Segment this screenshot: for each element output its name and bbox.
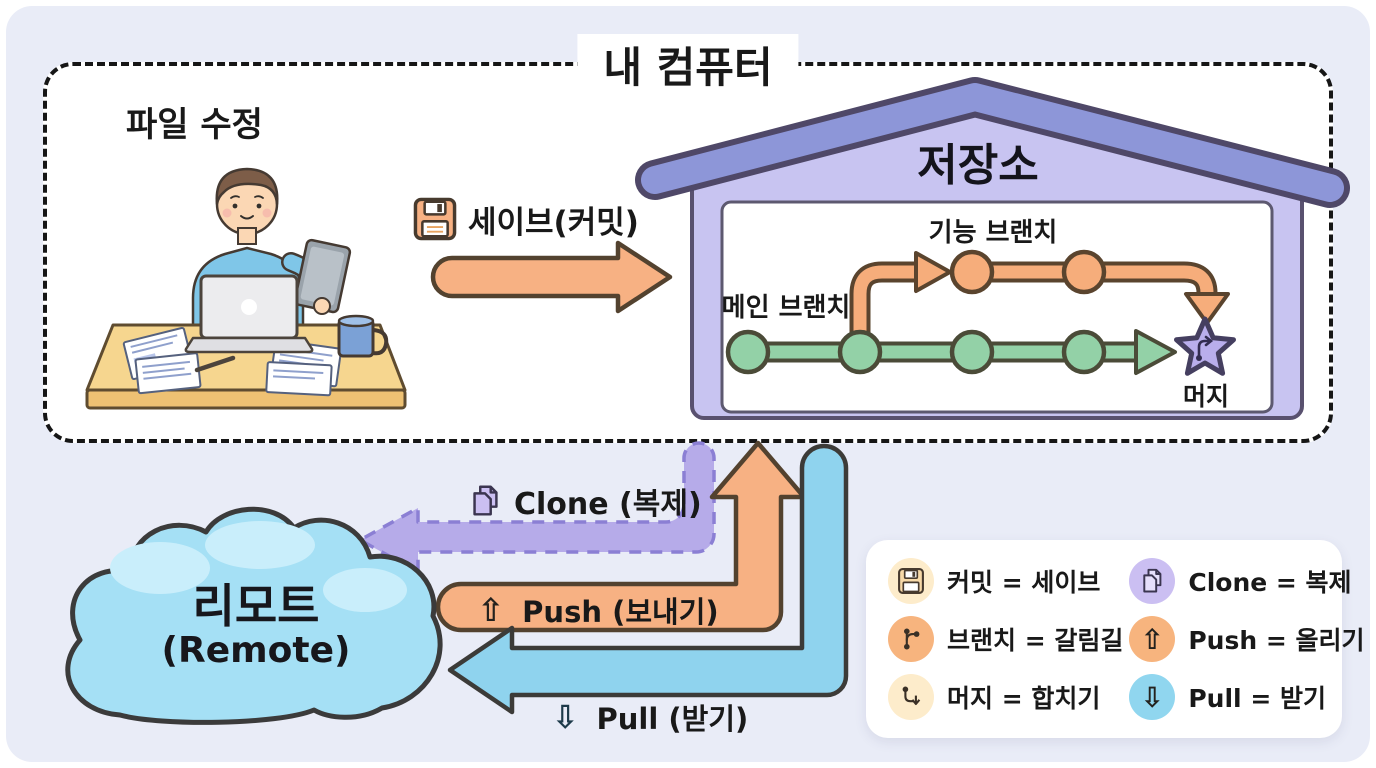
- pull-flow-text: Pull (받기): [596, 702, 749, 736]
- feature-commit-node: [949, 249, 995, 295]
- commit-arrow: [430, 240, 673, 314]
- feature-branch-label: 기능 브랜치: [928, 218, 1058, 248]
- main-branch-label: 메인 브랜치: [721, 293, 851, 323]
- main-branch-arrowhead: [1134, 329, 1177, 375]
- my-computer-title: 내 컴퓨터: [577, 34, 799, 95]
- commit-node: [1061, 329, 1107, 375]
- branch-icon: [888, 616, 934, 662]
- merge-star: [1174, 316, 1236, 376]
- clone-flow-text: Clone (복제): [514, 487, 702, 522]
- floppy-icon: [413, 197, 457, 241]
- clone-flow-label: Clone (복제): [466, 479, 702, 523]
- legend-item-branch: 브랜치 = 갈림길: [888, 616, 1123, 662]
- repository-title: 저장소: [917, 140, 1039, 191]
- person-illustration: [85, 167, 407, 410]
- clone-arrow: [358, 441, 716, 574]
- floppy-icon: [888, 558, 934, 604]
- paper: [265, 361, 333, 397]
- down-arrow-icon: ⇩: [1129, 674, 1176, 720]
- up-arrow-icon: ⇧: [1129, 616, 1176, 662]
- legend-item-clone: Clone = 복제: [1129, 558, 1364, 604]
- remote-cloud: [65, 506, 443, 725]
- commit-node: [949, 329, 995, 375]
- legend-label: 커밋 = 세이브: [947, 568, 1101, 597]
- legend-item-pull: ⇩ Pull = 받기: [1129, 674, 1364, 720]
- file-edit-label: 파일 수정: [126, 105, 263, 145]
- merge-arrowhead: [1184, 292, 1230, 325]
- legend-label: 머지 = 합치기: [947, 684, 1101, 713]
- legend-panel: 커밋 = 세이브 Clone = 복제: [866, 540, 1365, 738]
- paper: [134, 352, 202, 395]
- commit-node: [725, 329, 771, 375]
- merge-label: 머지: [1182, 382, 1230, 411]
- remote-title: 리모트: [192, 579, 320, 633]
- feature-commit-node: [1061, 249, 1107, 295]
- legend-label: 브랜치 = 갈림길: [947, 626, 1124, 655]
- legend-label: Clone = 복제: [1188, 568, 1352, 597]
- merge-star-icon: [1196, 335, 1214, 361]
- copy-icon: [473, 485, 498, 516]
- branch-diagram: [725, 249, 1236, 376]
- copy-icon: [1129, 558, 1176, 604]
- merge-icon: [888, 674, 934, 720]
- up-arrow-icon: ⇧: [477, 591, 505, 629]
- legend-label: Pull = 받기: [1188, 684, 1326, 713]
- legend-item-merge: 머지 = 합치기: [888, 674, 1123, 720]
- down-arrow-icon: ⇩: [551, 698, 579, 736]
- push-flow-text: Push (보내기): [522, 595, 719, 629]
- pull-flow-label: ⇩ Pull (받기): [552, 696, 749, 738]
- legend-label: Push = 올리기: [1188, 626, 1365, 655]
- commit-node: [837, 329, 883, 375]
- push-flow-label: ⇧ Push (보내기): [477, 589, 718, 631]
- commit-flow-text: 세이브(커밋): [468, 204, 639, 241]
- house-roof-fill: [641, 83, 1344, 202]
- laptop: [184, 274, 314, 354]
- feature-branch-arrowhead: [914, 251, 952, 293]
- mug: [337, 314, 389, 358]
- legend-item-push: ⇧ Push = 올리기: [1129, 616, 1365, 662]
- pull-arrow: [447, 443, 849, 715]
- commit-flow-label: 세이브(커밋): [412, 196, 639, 242]
- push-arrow: [435, 440, 807, 633]
- remote-subtitle: (Remote): [161, 630, 351, 671]
- legend-item-commit: 커밋 = 세이브: [888, 558, 1123, 604]
